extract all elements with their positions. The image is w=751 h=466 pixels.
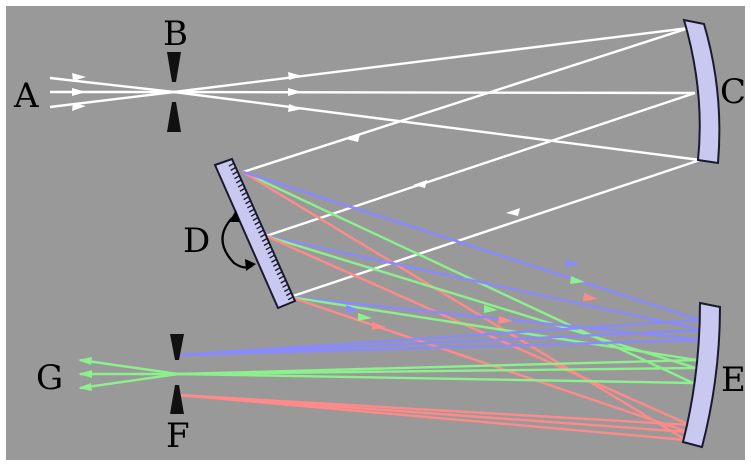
- grating-ruling: [256, 225, 263, 230]
- label-B: B: [163, 14, 188, 54]
- label-E: E: [721, 360, 746, 400]
- label-C: C: [720, 72, 746, 112]
- label-D: D: [183, 221, 210, 261]
- grating-ruling: [252, 216, 259, 222]
- grating-ruling: [247, 204, 253, 209]
- grating-ruling: [269, 254, 275, 259]
- grating-ruling: [278, 275, 285, 280]
- grating-ruling: [259, 233, 266, 238]
- grating-ruling: [237, 183, 244, 188]
- beam-B-to-C: [173, 26, 701, 162]
- grating-ruling: [234, 175, 240, 180]
- collimating-mirror-C: [682, 18, 721, 165]
- grating-ruling: [243, 195, 250, 201]
- grating-ruling: [276, 271, 283, 276]
- grating-ruling: [284, 287, 290, 293]
- grating-ruling: [232, 170, 238, 176]
- grating-ruling: [254, 221, 261, 226]
- grating-ruling: [241, 191, 248, 197]
- grating-ruling: [258, 229, 264, 234]
- grating-ruling: [228, 162, 235, 167]
- grating-ruling: [280, 279, 287, 284]
- label-F: F: [166, 416, 190, 456]
- beam-C-to-D: [242, 26, 701, 299]
- grating-ruling: [245, 200, 251, 205]
- grating-ruling: [250, 212, 257, 217]
- grating-ruling: [263, 241, 270, 247]
- label-G: G: [36, 358, 63, 398]
- incoming-light-A: [49, 73, 175, 111]
- entrance-slit-B: [167, 52, 181, 132]
- grating-ruling: [287, 296, 294, 301]
- grating-ruling: [271, 258, 277, 263]
- grating-ruling: [261, 237, 268, 242]
- rotation-arrow-icon: [221, 210, 256, 271]
- focusing-mirror-E: [681, 301, 722, 449]
- grating-ruling: [282, 283, 288, 288]
- grating-ruling: [267, 250, 274, 255]
- grating-ruling: [272, 262, 279, 268]
- grating-ruling: [235, 179, 242, 184]
- label-A: A: [13, 76, 39, 116]
- outgoing-light-G: [78, 357, 179, 391]
- grating-ruling: [265, 246, 272, 251]
- exit-slit-F: [170, 334, 184, 414]
- diffraction-grating-D: [213, 157, 297, 310]
- grating-ruling: [274, 266, 281, 272]
- grating-ruling: [285, 292, 292, 297]
- grating-ruling: [230, 166, 237, 171]
- grating-ruling: [239, 187, 246, 192]
- grating-ruling: [248, 208, 255, 213]
- focused-beams-E-to-F: [177, 318, 705, 442]
